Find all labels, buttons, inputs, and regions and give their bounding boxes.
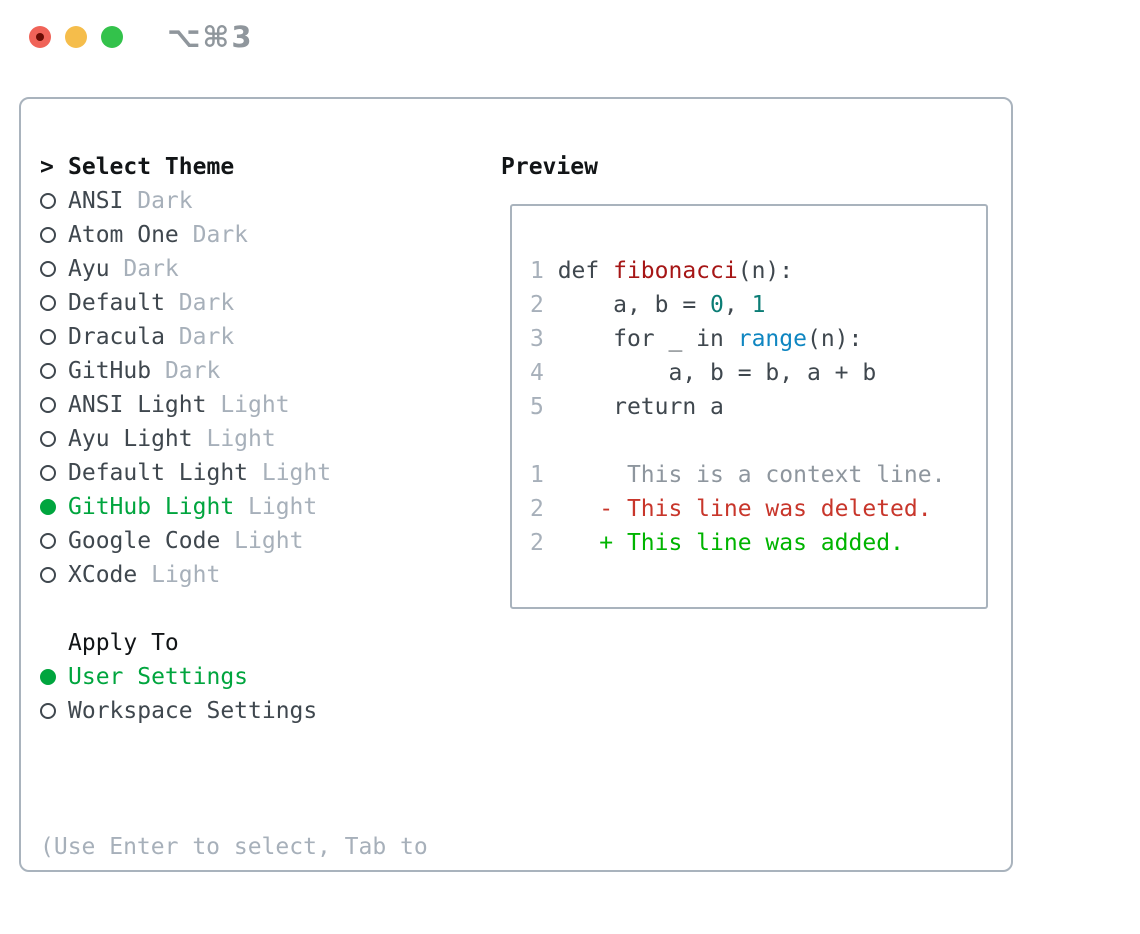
radio-selected-icon [40, 669, 56, 685]
code-line: 5 return a [530, 394, 724, 420]
code-line: 3 for _ in range(n): [530, 326, 863, 352]
apply-option-user-settings[interactable]: User Settings [40, 660, 470, 694]
theme-option-default[interactable]: Default Dark [40, 286, 470, 320]
spacer [40, 592, 470, 626]
code-preview: 1 def fibonacci(n): 2 a, b = 0, 1 3 for _ … [512, 206, 986, 560]
theme-option-ansi[interactable]: ANSI Dark [40, 184, 470, 218]
diff-line: 1 This is a context line. [530, 462, 946, 488]
code-line: 2 a, b = 0, 1 [530, 292, 766, 318]
option-label: Google Code Light [68, 528, 304, 554]
theme-option-ayu-light[interactable]: Ayu Light Light [40, 422, 470, 456]
option-label: GitHub Light Light [68, 494, 318, 520]
radio-icon [40, 329, 56, 345]
preview-box: 1 def fibonacci(n): 2 a, b = 0, 1 3 for _ … [510, 204, 988, 609]
theme-option-ansi-light[interactable]: ANSI Light Light [40, 388, 470, 422]
diff-preview-block: 1 This is a context line. 2 - This line w… [530, 458, 978, 560]
theme-option-github[interactable]: GitHub Dark [40, 354, 470, 388]
apply-to-label: Apply To [68, 630, 179, 656]
option-label: Workspace Settings [68, 698, 318, 724]
preview-heading: Preview [501, 154, 598, 180]
radio-icon [40, 703, 56, 719]
option-label: Default Dark [68, 290, 235, 316]
zoom-button[interactable] [101, 26, 123, 48]
code-line: 4 a, b = b, a + b [530, 360, 877, 386]
option-label: GitHub Dark [68, 358, 221, 384]
radio-icon [40, 397, 56, 413]
apply-option-workspace-settings[interactable]: Workspace Settings [40, 694, 470, 728]
theme-option-atom-one[interactable]: Atom One Dark [40, 218, 470, 252]
theme-option-ayu[interactable]: Ayu Dark [40, 252, 470, 286]
titlebar: ⌥⌘3 [0, 0, 1140, 74]
option-label: User Settings [68, 664, 249, 690]
close-button[interactable] [29, 26, 51, 48]
option-label: XCode Light [68, 562, 221, 588]
radio-selected-icon [40, 499, 56, 515]
close-dot-icon [36, 33, 44, 41]
radio-icon [40, 465, 56, 481]
hint-line-1: (Use Enter to select, Tab to [40, 834, 428, 860]
keyboard-hint: (Use Enter to select, Tab to change focu… [40, 762, 470, 934]
diff-line: 2 + This line was added. [530, 530, 904, 556]
select-theme-label: Select Theme [68, 154, 235, 180]
syntax-preview-block: 1 def fibonacci(n): 2 a, b = 0, 1 3 for _ … [530, 254, 978, 424]
theme-option-dracula[interactable]: Dracula Dark [40, 320, 470, 354]
code-line: 1 def fibonacci(n): [530, 258, 794, 284]
option-label: Dracula Dark [68, 324, 235, 350]
radio-icon [40, 227, 56, 243]
radio-icon [40, 431, 56, 447]
theme-option-default-light[interactable]: Default Light Light [40, 456, 470, 490]
select-theme-header: > Select Theme [40, 150, 470, 184]
minimize-button[interactable] [65, 26, 87, 48]
theme-option-google-code[interactable]: Google Code Light [40, 524, 470, 558]
radio-icon [40, 295, 56, 311]
diff-line: 2 - This line was deleted. [530, 496, 932, 522]
prompt-icon: > [40, 154, 54, 180]
radio-icon [40, 363, 56, 379]
option-label: Ayu Light Light [68, 426, 276, 452]
option-label: ANSI Dark [68, 188, 193, 214]
option-label: ANSI Light Light [68, 392, 290, 418]
option-label: Default Light Light [68, 460, 332, 486]
apply-to-header: Apply To [40, 626, 470, 660]
theme-option-xcode[interactable]: XCode Light [40, 558, 470, 592]
radio-icon [40, 533, 56, 549]
radio-icon [40, 567, 56, 583]
window-title-shortcut: ⌥⌘3 [167, 20, 254, 54]
option-label: Ayu Dark [68, 256, 179, 282]
radio-icon [40, 193, 56, 209]
option-label: Atom One Dark [68, 222, 249, 248]
radio-icon [40, 261, 56, 277]
theme-option-github-light[interactable]: GitHub Light Light [40, 490, 470, 524]
